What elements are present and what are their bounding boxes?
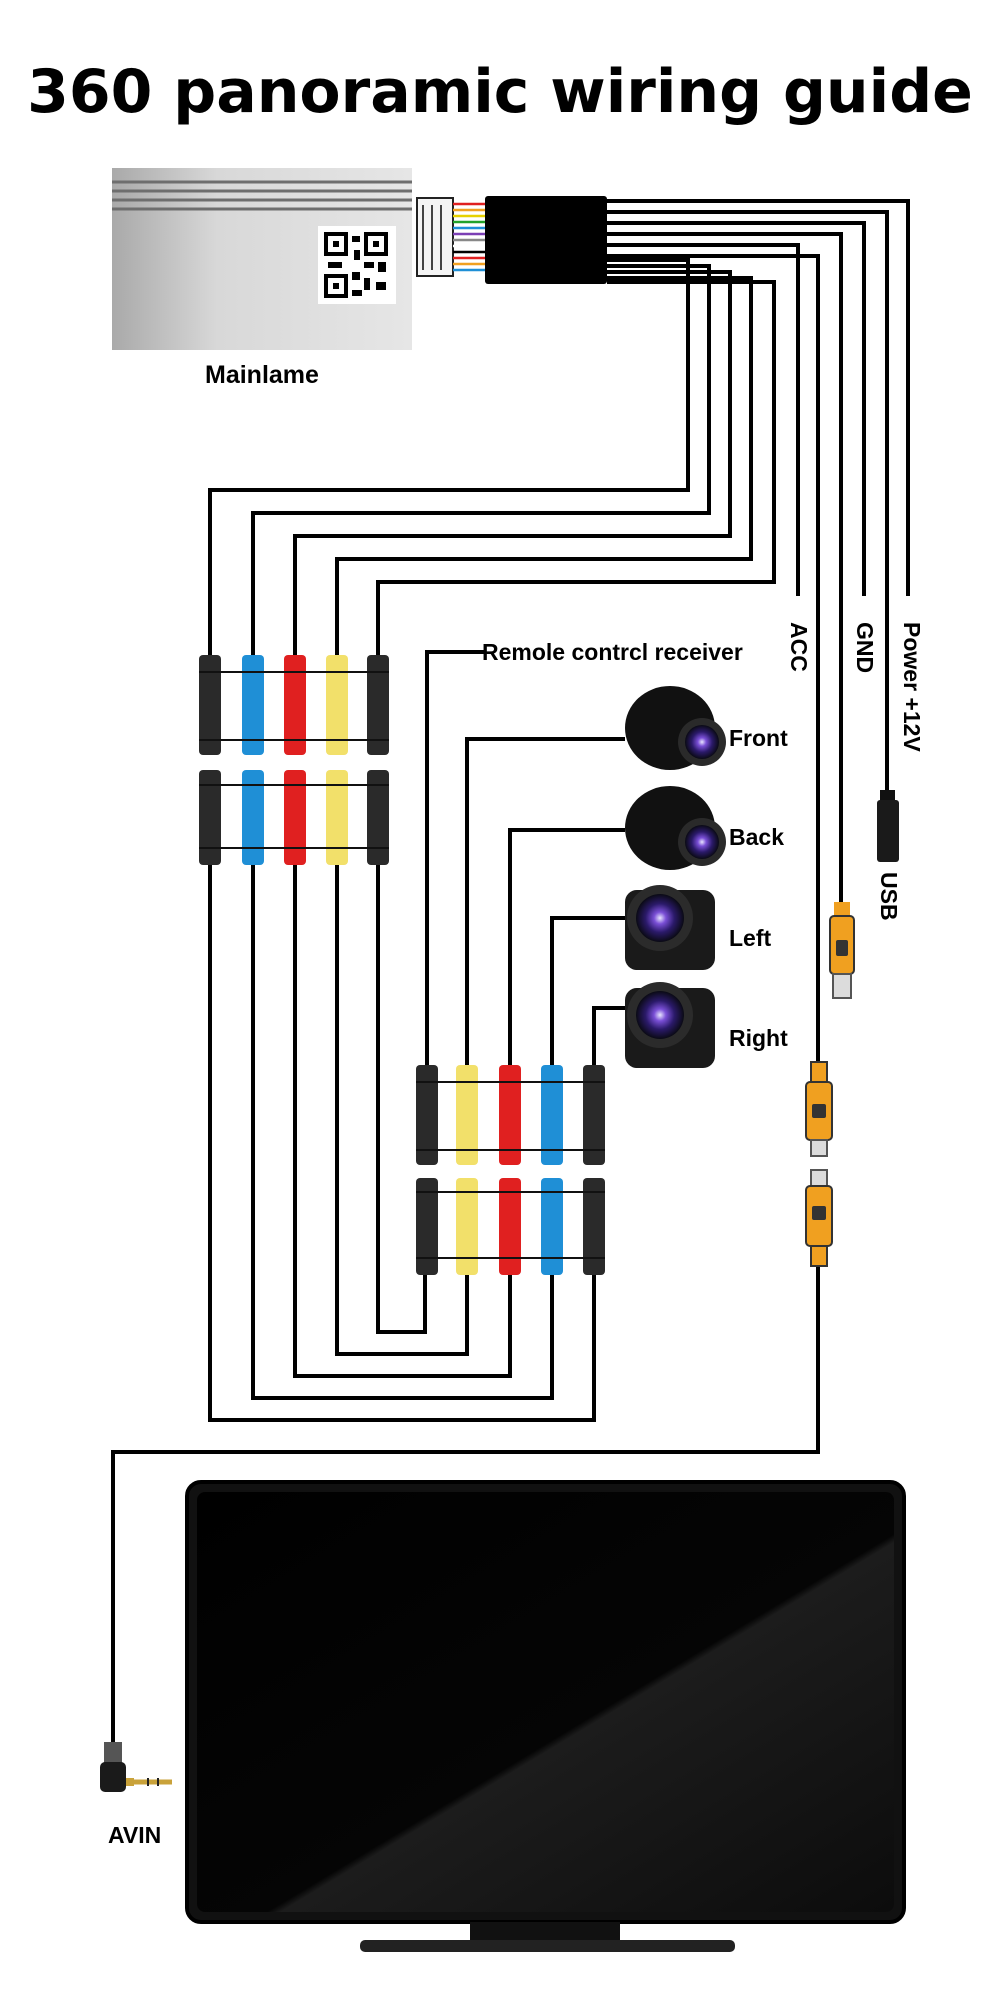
camera-connectors (416, 1065, 605, 1275)
dome-camera-icon (625, 686, 726, 770)
connector-black (199, 655, 221, 865)
wire-back (508, 828, 625, 1065)
wire-conn-4 (335, 276, 753, 655)
wire-conn-5 (376, 280, 776, 655)
wire-left (550, 916, 625, 1065)
wire-conn-3 (293, 270, 732, 655)
usb-label: USB (876, 872, 902, 921)
square-camera-icon (625, 982, 715, 1068)
gnd-label: GND (852, 622, 878, 673)
harness-block (485, 196, 607, 284)
rca-plug-icon (805, 1169, 833, 1267)
wire-ret-4 (335, 865, 469, 1356)
connector-blue (242, 655, 264, 865)
page-title: 360 panoramic wiring guide (27, 57, 973, 127)
back-label: Back (729, 824, 784, 850)
mainframe-label: Mainlame (205, 361, 319, 389)
main-module (112, 168, 454, 350)
connector-red (284, 655, 306, 865)
wire-ret-3 (293, 865, 512, 1378)
ribbon-wires (453, 202, 485, 272)
right-label: Right (729, 1025, 788, 1051)
wire-ret-2 (251, 865, 554, 1400)
left-connectors (199, 655, 389, 865)
avin-label: AVIN (108, 1822, 161, 1848)
wire-acc (607, 243, 800, 596)
qr-code-icon (318, 226, 396, 304)
monitor-icon (185, 1480, 906, 1952)
audio-jack-icon (100, 1742, 172, 1792)
acc-label: ACC (786, 622, 812, 672)
connector-yellow (326, 655, 348, 865)
square-camera-icon (625, 885, 715, 970)
wire-ret-5 (376, 865, 427, 1334)
wire-receiver (425, 650, 485, 1065)
left-label: Left (729, 925, 772, 951)
dome-camera-icon (625, 786, 726, 870)
wire-avout (607, 254, 820, 1062)
wire-ret-1 (208, 865, 596, 1422)
receiver-label: Remole contrcl receiver (482, 639, 743, 665)
front-label: Front (729, 725, 788, 751)
wire-gnd-rca (607, 232, 843, 902)
power-label: Power +12V (899, 622, 925, 752)
wire-front (465, 737, 625, 1065)
wire-conn-2 (251, 264, 711, 655)
wire-right (592, 1006, 625, 1065)
wire-power (607, 199, 910, 596)
wire-conn-1 (208, 258, 690, 655)
wire-usb (607, 210, 889, 790)
rca-plug-icon (805, 1061, 833, 1157)
wire-gnd (607, 221, 866, 596)
usb-plug-icon (877, 790, 899, 862)
wire-av-monitor (111, 1265, 820, 1742)
rca-plug-icon (829, 902, 855, 999)
connector-black-2 (367, 655, 389, 865)
wire-bundle (111, 199, 910, 1742)
